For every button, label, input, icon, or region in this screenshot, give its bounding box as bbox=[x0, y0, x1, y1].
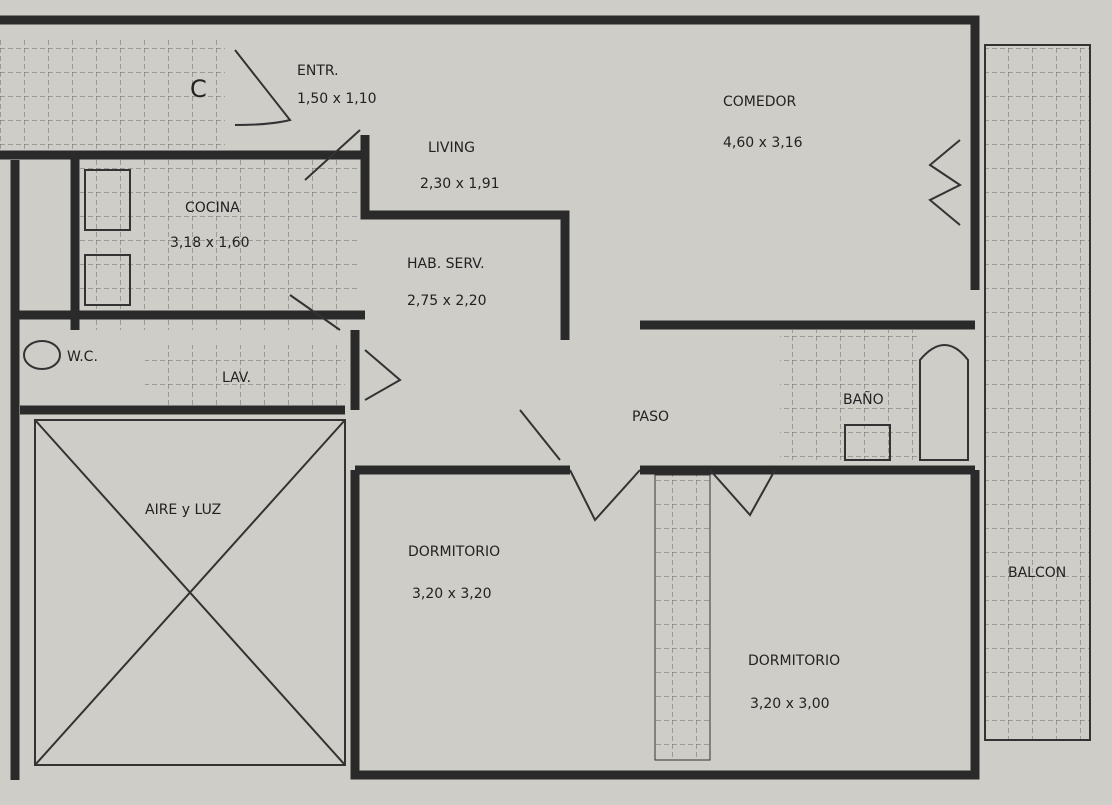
closet-label: C bbox=[190, 75, 207, 103]
kitchen-tiles bbox=[80, 160, 360, 330]
closet-tiles bbox=[0, 40, 225, 150]
dormitorio1-size: 3,20 x 3,20 bbox=[412, 586, 492, 602]
cocina-size: 3,18 x 1,60 bbox=[170, 235, 250, 251]
balcony-tiles bbox=[985, 45, 1090, 740]
hab-serv-label: HAB. SERV. bbox=[407, 256, 485, 272]
stairs bbox=[654, 474, 711, 761]
stove bbox=[84, 254, 131, 306]
living-label: LIVING bbox=[428, 140, 475, 156]
laundry-tiles bbox=[145, 345, 345, 405]
aire-luz-label: AIRE y LUZ bbox=[145, 502, 221, 518]
bath-tiles bbox=[780, 330, 920, 460]
comedor-size: 4,60 x 3,16 bbox=[723, 135, 803, 151]
door-entrance bbox=[234, 49, 292, 126]
hab-serv-size: 2,75 x 2,20 bbox=[407, 293, 487, 309]
door-comedor bbox=[928, 139, 962, 226]
door-cocina bbox=[289, 129, 402, 401]
toilet bbox=[23, 340, 61, 370]
wc-label: W.C. bbox=[67, 349, 98, 365]
living-size: 2,30 x 1,91 bbox=[420, 176, 500, 192]
bano-label: BAÑO bbox=[843, 391, 884, 408]
paso-label: PASO bbox=[632, 409, 669, 425]
light-well bbox=[34, 419, 346, 766]
dormitorio1-label: DORMITORIO bbox=[408, 544, 500, 560]
sink bbox=[84, 169, 131, 231]
entrada-label: ENTR. bbox=[297, 63, 339, 79]
outer-wall bbox=[0, 15, 980, 780]
dormitorio2-label: DORMITORIO bbox=[748, 653, 840, 669]
balcon-label: BALCON bbox=[1008, 565, 1066, 581]
balcony-rail bbox=[984, 44, 1091, 741]
door-paso bbox=[519, 409, 776, 522]
entrada-size: 1,50 x 1,10 bbox=[297, 91, 377, 107]
dormitorio2-size: 3,20 x 3,00 bbox=[750, 696, 830, 712]
lav-label: LAV. bbox=[222, 370, 251, 386]
light-well-cross bbox=[34, 419, 346, 766]
bath-vanity bbox=[844, 424, 891, 461]
cocina-label: COCINA bbox=[185, 200, 240, 216]
service-walls bbox=[0, 150, 365, 780]
bathtub bbox=[919, 344, 969, 461]
comedor-label: COMEDOR bbox=[723, 94, 797, 110]
